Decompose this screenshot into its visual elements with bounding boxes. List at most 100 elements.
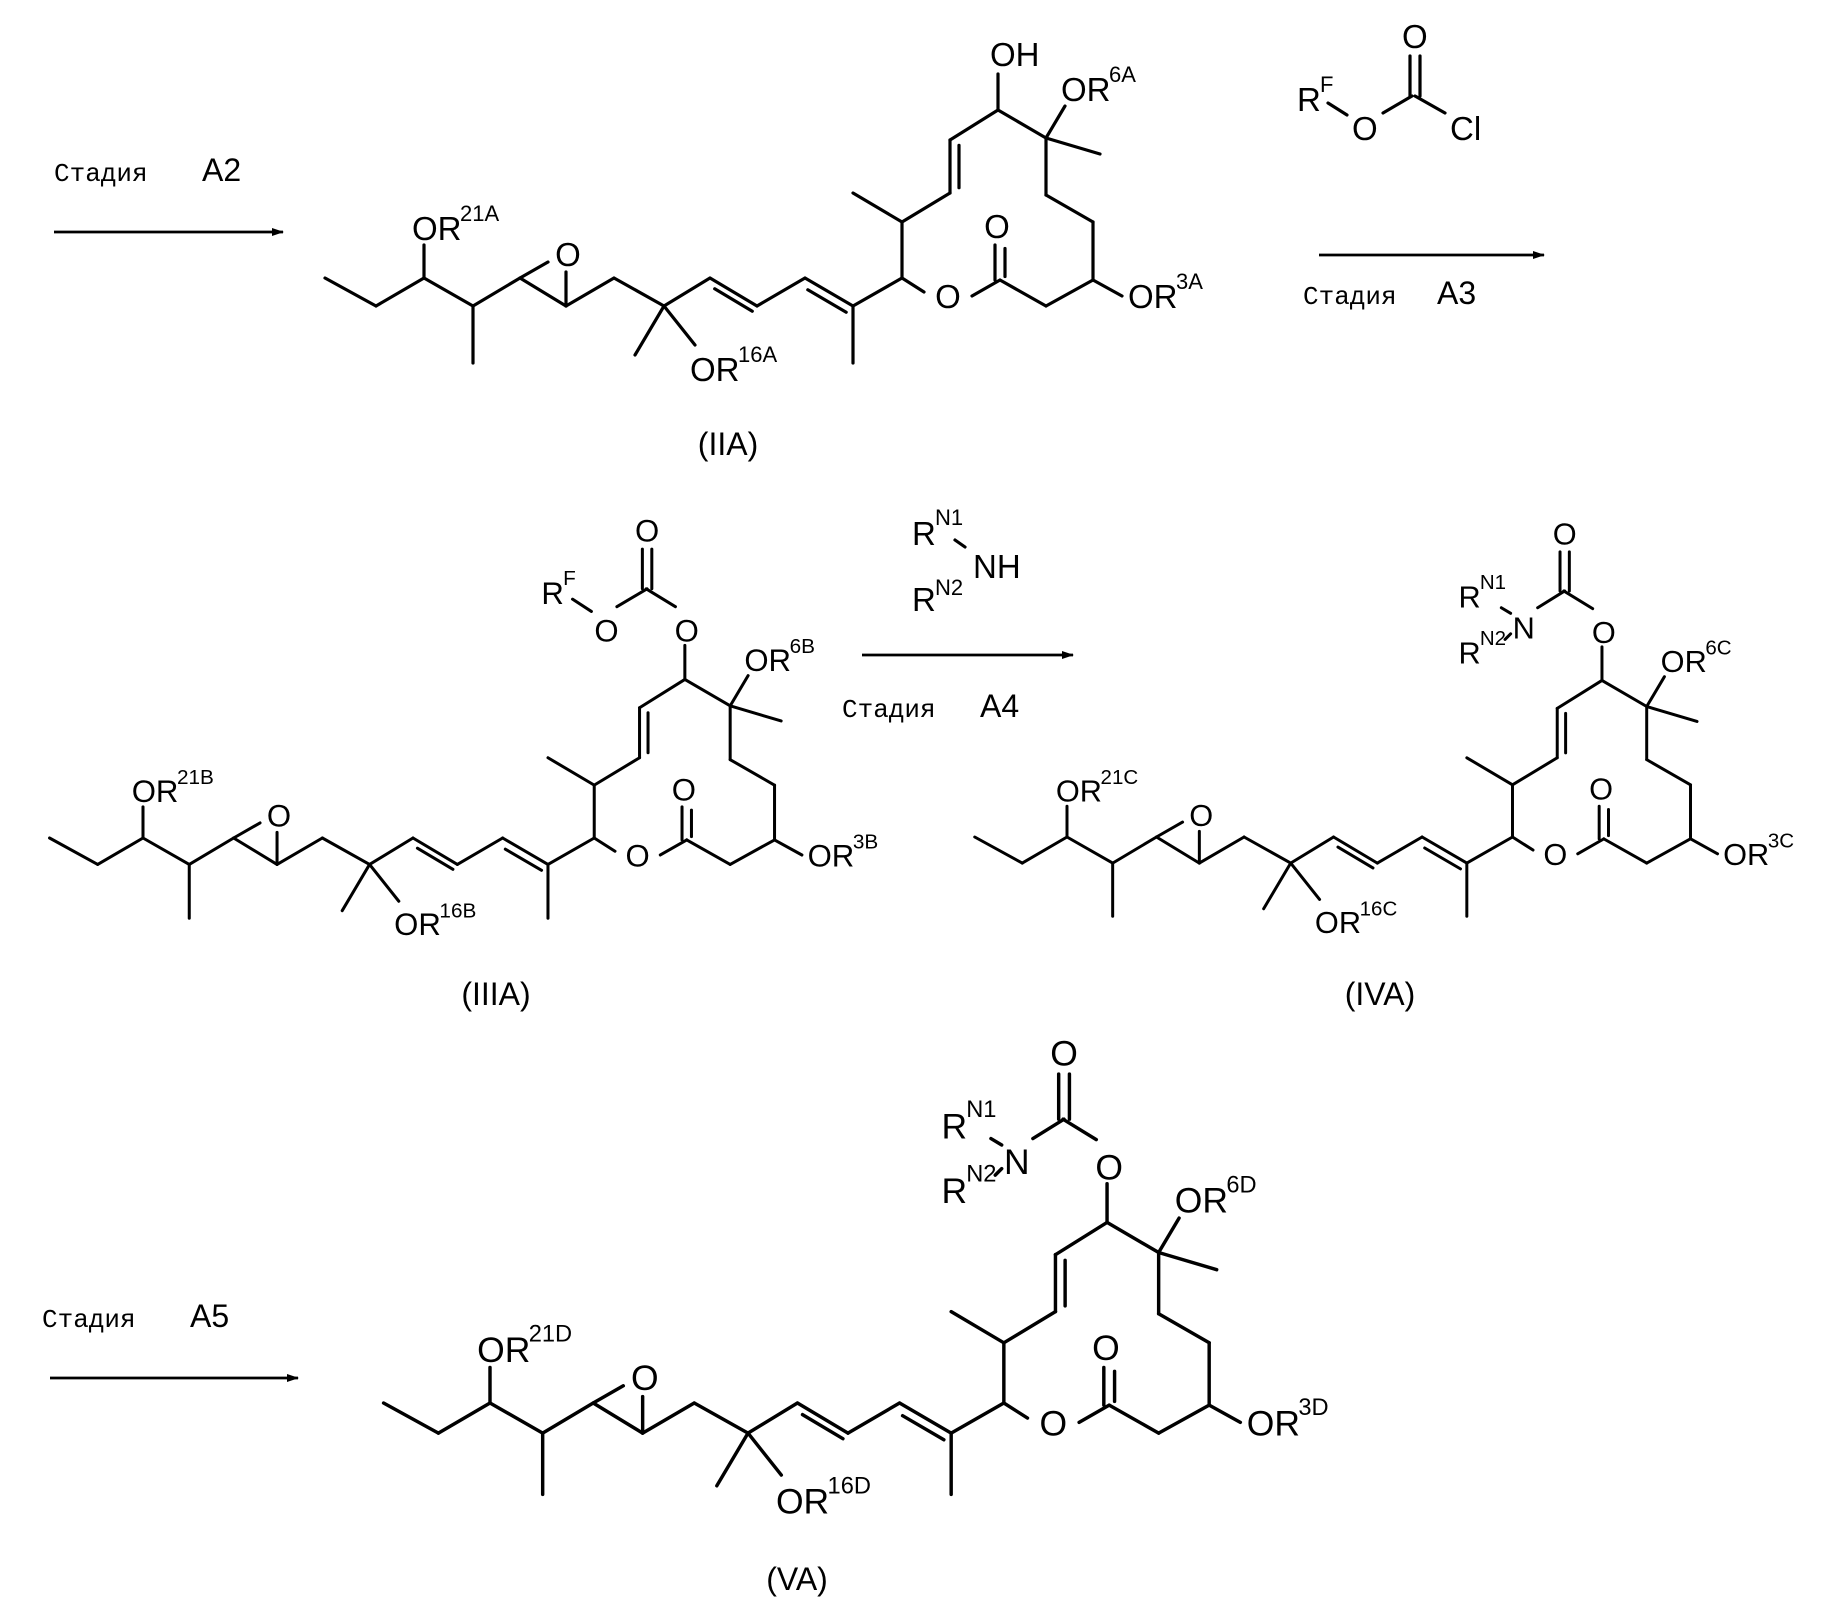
carbamate-nitrogen: N: [1004, 1142, 1030, 1182]
double-bond: [803, 276, 855, 308]
compound-label-iiia: (IIIA): [461, 976, 530, 1012]
carbamate-nitrogen: N: [1513, 610, 1535, 645]
epoxide-oxygen: O: [631, 1358, 659, 1398]
single-bond: [592, 836, 617, 853]
single-bond: [851, 191, 904, 224]
single-bond: [1154, 835, 1201, 865]
single-bond: [1465, 756, 1514, 787]
single-bond: [746, 1401, 800, 1435]
single-bond: [1511, 835, 1535, 852]
double-bond-inner: [800, 1412, 845, 1441]
or16-group-label: OR: [776, 1482, 829, 1522]
double-bond-inner: [415, 846, 455, 871]
rn1-superscript: N1: [1480, 571, 1506, 594]
single-bond: [900, 276, 926, 294]
single-bond: [1465, 835, 1514, 865]
single-bond: [320, 836, 372, 866]
rn2-superscript: N2: [966, 1162, 996, 1188]
double-bond-inner: [503, 847, 544, 872]
or6-group-label: OR: [744, 643, 791, 678]
single-bond: [436, 1401, 492, 1435]
single-bond: [1555, 678, 1604, 710]
double-bond: [411, 836, 459, 866]
stage-a2-code: A2: [202, 152, 241, 188]
or21-group-superscript: 21B: [177, 766, 214, 789]
single-bond: [658, 838, 689, 857]
single-bond: [728, 838, 777, 866]
single-bond: [1065, 835, 1115, 865]
single-bond: [1562, 589, 1595, 611]
single-bond: [1044, 278, 1095, 308]
single-bond: [949, 1401, 1006, 1435]
single-bond: [640, 1401, 696, 1435]
single-bond: [1002, 1309, 1058, 1345]
single-bond: [232, 821, 262, 840]
single-bond: [1091, 278, 1124, 298]
lactone-carbonyl-oxygen: O: [1092, 1328, 1120, 1368]
carbonate-oxygen: O: [594, 614, 618, 649]
single-bond: [1242, 835, 1293, 865]
or16-group-superscript: 16D: [828, 1473, 871, 1499]
or3-group-superscript: 3D: [1298, 1395, 1328, 1421]
lactone-ring-oxygen: O: [935, 278, 961, 315]
double-bond-inner: [1423, 846, 1462, 871]
lactone-carbonyl-oxygen: O: [984, 208, 1010, 245]
single-bond: [1044, 104, 1067, 140]
single-bond: [368, 836, 415, 866]
stage-a4: R N1 NH R N2 Стадия A4: [842, 505, 1074, 725]
or21-group-label: OR: [132, 774, 179, 809]
or21-group-label: OR: [1056, 774, 1102, 809]
single-bond: [1600, 678, 1649, 709]
single-bond: [1044, 193, 1095, 224]
or21-group-label: OR: [412, 210, 462, 247]
or16-group-label: OR: [394, 907, 441, 942]
single-bond: [340, 862, 372, 913]
single-bond: [368, 862, 401, 903]
single-bond: [546, 836, 596, 866]
single-bond: [1289, 835, 1336, 865]
single-bond: [591, 1401, 645, 1435]
single-bond: [1511, 756, 1559, 787]
stage-a4-code: A4: [980, 688, 1019, 724]
epoxide-oxygen: O: [555, 236, 581, 273]
or16-group-label: OR: [690, 351, 740, 388]
single-bond: [471, 276, 522, 308]
single-bond: [187, 836, 236, 866]
chlorine: Cl: [1450, 110, 1481, 147]
single-bond: [746, 1431, 784, 1477]
single-bond: [1536, 589, 1567, 610]
single-bond: [949, 1309, 1006, 1345]
single-bond: [1111, 835, 1158, 865]
single-bond: [323, 276, 378, 308]
single-bond: [948, 108, 1000, 142]
chloroformate-reagent: R F O O Cl: [1297, 18, 1481, 147]
single-bond: [48, 836, 100, 866]
stage-a2-word: Стадия: [54, 159, 148, 189]
single-bond: [96, 836, 145, 866]
single-bond: [540, 1401, 595, 1435]
single-bond: [846, 1401, 902, 1435]
single-bond: [518, 276, 568, 308]
single-bond: [232, 836, 279, 866]
single-bond: [518, 260, 550, 280]
single-bond: [1262, 861, 1293, 911]
single-bond: [275, 836, 324, 866]
hydroxyl-group: OH: [990, 36, 1040, 73]
single-bond: [1689, 837, 1720, 856]
single-bond: [1576, 837, 1606, 856]
or6-group-superscript: 6A: [1109, 62, 1136, 87]
single-bond: [1020, 835, 1069, 865]
compound-label-iva: (IVA): [1345, 976, 1416, 1012]
rn2-label: R: [912, 581, 936, 618]
or21-group-superscript: 21D: [529, 1322, 572, 1348]
single-bond: [612, 276, 666, 308]
single-bond: [422, 276, 475, 308]
single-bond: [1289, 861, 1322, 901]
single-bond: [728, 758, 777, 787]
single-bond: [571, 597, 593, 613]
lactone-carbonyl-oxygen: O: [1589, 772, 1613, 807]
single-bond: [591, 1384, 626, 1405]
or3-group-superscript: 3C: [1768, 829, 1794, 852]
stage-a5-word: Стадия: [42, 1305, 136, 1335]
